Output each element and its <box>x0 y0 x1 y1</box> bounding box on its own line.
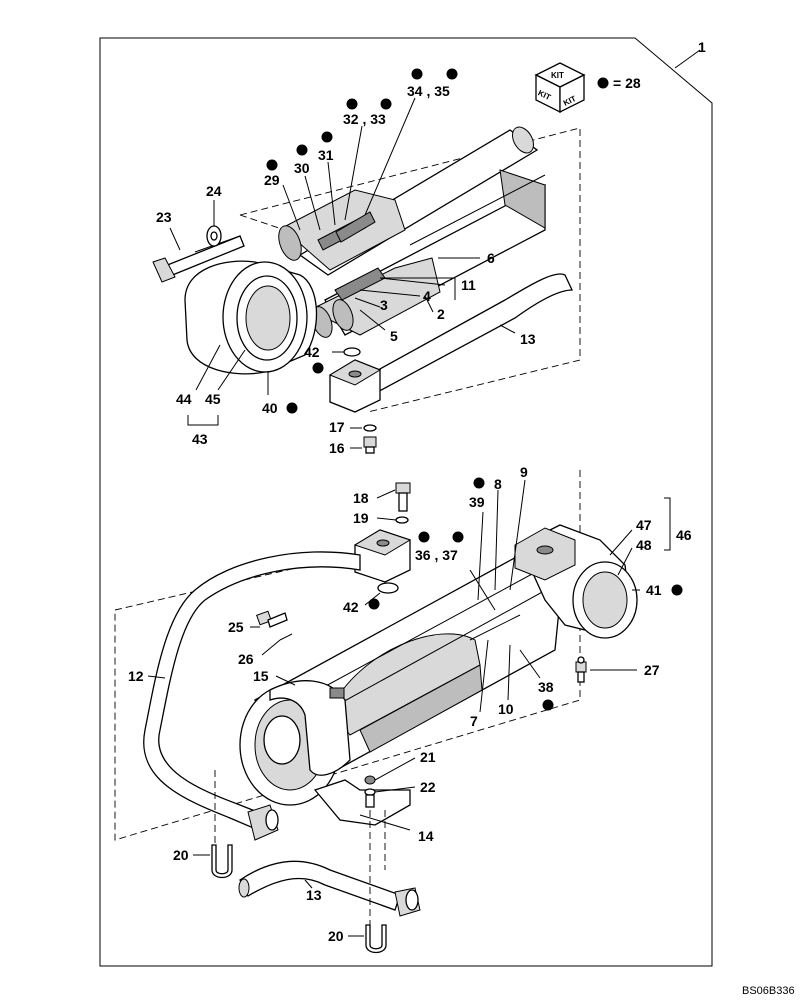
label-15: 15 <box>253 668 269 684</box>
kit-bullet-icon <box>286 402 298 414</box>
kit-bullet-icon <box>321 131 333 143</box>
label-41: 41 <box>646 582 662 598</box>
pipe-12 <box>143 551 361 831</box>
label-7: 7 <box>470 713 478 729</box>
kit-bullet-icon <box>380 98 392 110</box>
label-6: 6 <box>487 250 495 266</box>
kit-bullet-icon <box>411 68 423 80</box>
drawing-code: BS06B336 <box>742 985 795 997</box>
kit-bullet-icon <box>446 68 458 80</box>
label-47: 47 <box>636 517 652 533</box>
label-20-bottom: 20 <box>328 928 344 944</box>
kit-bullet-icon <box>418 531 430 543</box>
label-13-upper: 13 <box>520 331 536 347</box>
label-21: 21 <box>420 749 436 765</box>
label-11: 11 <box>461 277 476 293</box>
label-22: 22 <box>420 779 436 795</box>
pipe-12-end <box>247 804 279 841</box>
kit-bullet-icon <box>266 159 278 171</box>
label-31: 31 <box>318 147 334 163</box>
grease-nipple-27 <box>575 656 587 683</box>
kit-bullet-icon <box>542 699 554 711</box>
kit-bullet-icon <box>312 362 324 374</box>
label-42-upper: 42 <box>304 344 320 360</box>
label-26: 26 <box>238 651 254 667</box>
rod-eye <box>184 260 318 375</box>
drawing-frame <box>99 37 713 967</box>
u-bolt-20-top <box>211 844 233 879</box>
kit-bullet-icon <box>473 477 485 489</box>
label-39: 39 <box>469 494 485 510</box>
bolt-25 <box>256 610 288 628</box>
cylinder-head <box>514 524 638 639</box>
label-14: 14 <box>418 828 434 844</box>
piston <box>308 257 441 338</box>
rod-seals <box>278 189 406 271</box>
label-46: 46 <box>676 527 692 543</box>
label-44: 44 <box>176 391 192 407</box>
label-4: 4 <box>423 288 431 304</box>
bolt-23 <box>152 235 245 283</box>
label-20-top: 20 <box>173 847 189 863</box>
upper-dashed-box <box>239 127 581 413</box>
label-25: 25 <box>228 619 244 635</box>
label-3: 3 <box>380 297 388 313</box>
kit-bullet-icon <box>346 98 358 110</box>
pipe-13-lower <box>238 860 421 917</box>
o-ring-42-lower <box>377 582 399 594</box>
upper-leaders <box>169 97 516 449</box>
label-13-lower: 13 <box>306 887 322 903</box>
kit-icon: KIT KIT KIT <box>534 62 586 114</box>
u-bolt-20-bottom <box>365 924 387 954</box>
label-5: 5 <box>390 328 398 344</box>
pin-26 <box>279 633 293 641</box>
kit-bullet-icon <box>368 598 380 610</box>
label-19: 19 <box>353 510 369 526</box>
svg-text:KIT: KIT <box>551 71 564 80</box>
label-40: 40 <box>262 400 278 416</box>
washer-19 <box>395 516 409 524</box>
o-ring-42-upper <box>343 347 361 357</box>
label-30: 30 <box>294 160 310 176</box>
label-10: 10 <box>498 701 514 717</box>
kit-bullet-icon <box>597 77 609 89</box>
label-42-lower: 42 <box>343 599 359 615</box>
label-8: 8 <box>494 476 502 492</box>
lower-leaders <box>147 479 671 937</box>
flange-upper <box>328 359 382 413</box>
label-27: 27 <box>644 662 660 678</box>
kit-bullet-icon <box>452 531 464 543</box>
label-16: 16 <box>329 440 345 456</box>
pipe-13-upper <box>359 273 574 396</box>
label-36-37: 36 , 37 <box>415 547 458 563</box>
clamp-band-15 <box>269 680 351 776</box>
label-2: 2 <box>437 306 445 322</box>
kit-bullet-icon <box>296 144 308 156</box>
flange-lower <box>353 529 412 583</box>
label-23: 23 <box>156 209 172 225</box>
label-43: 43 <box>192 431 208 447</box>
bolt-18 <box>395 482 411 512</box>
label-12: 12 <box>128 668 144 684</box>
bolt-16 <box>363 436 377 454</box>
label-24: 24 <box>206 183 222 199</box>
label-assembly-1: 1 <box>698 39 706 55</box>
label-29: 29 <box>264 172 280 188</box>
label-48: 48 <box>636 537 652 553</box>
kit-bullet-icon <box>671 584 683 596</box>
bracket-14 <box>313 775 411 826</box>
label-38: 38 <box>538 679 554 695</box>
washer-17 <box>363 424 377 432</box>
label-18: 18 <box>353 490 369 506</box>
label-34-35: 34 , 35 <box>407 83 450 99</box>
kit-legend: = 28 <box>613 75 641 91</box>
label-32-33: 32 , 33 <box>343 111 386 127</box>
label-45: 45 <box>205 391 221 407</box>
label-17: 17 <box>329 419 345 435</box>
label-9: 9 <box>520 464 528 480</box>
